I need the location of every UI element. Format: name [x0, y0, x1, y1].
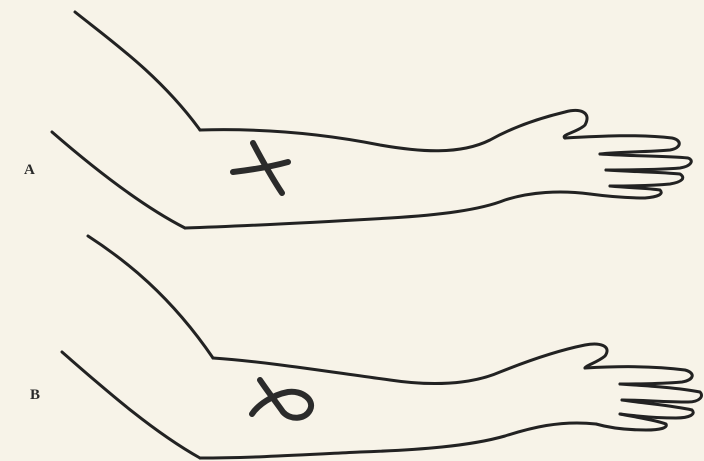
arm-b-finger-2	[620, 384, 702, 402]
arm-b-upper-bottom	[62, 352, 200, 458]
arm-a-finger-3	[606, 170, 683, 186]
arm-b-forearm-top	[213, 344, 607, 384]
panel-a-label: A	[24, 162, 35, 179]
arm-a-finger-2	[600, 154, 691, 170]
arm-b-upper-top	[88, 236, 213, 358]
arm-a-finger-1	[565, 136, 679, 154]
arm-a-upper-top	[75, 12, 200, 130]
loop-mark	[252, 380, 311, 418]
arm-a-upper-bottom	[52, 132, 185, 228]
arm-b-forearm-bottom	[200, 423, 596, 458]
arm-b	[62, 236, 702, 458]
arm-a-forearm-bottom	[185, 192, 590, 228]
panel-b-label: B	[30, 387, 40, 404]
arm-a-finger-4	[590, 186, 661, 198]
cross-mark	[233, 143, 288, 193]
arm-a-forearm-top	[200, 111, 587, 151]
arm-b-finger-1	[585, 367, 692, 384]
arm-a	[52, 12, 691, 228]
